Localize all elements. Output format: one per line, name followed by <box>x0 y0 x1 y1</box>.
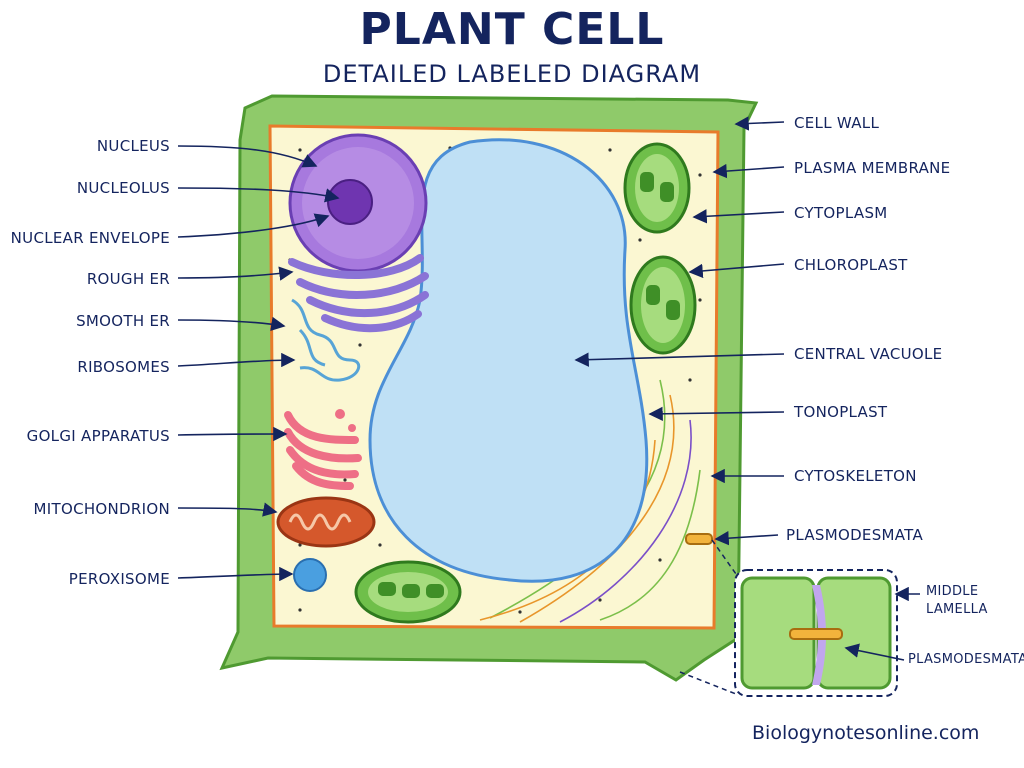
label-rough-er: ROUGH ER <box>86 270 170 288</box>
peroxisome <box>293 558 327 592</box>
label-ribosomes: RIBOSOMES <box>77 358 170 376</box>
chloroplast-middle <box>629 255 697 355</box>
plasmodesma-marker <box>685 533 713 545</box>
page-title: PLANT CELL <box>359 4 665 55</box>
chloroplast-bottom <box>354 560 462 624</box>
label-middle-lamella-line1: MIDDLE <box>926 584 979 599</box>
page-subtitle: DETAILED LABELED DIAGRAM <box>322 60 702 88</box>
rough-er <box>288 254 429 333</box>
leader-lines-left <box>177 145 340 582</box>
label-nucleolus: NUCLEOLUS <box>76 179 170 197</box>
label-plasmodesmata: PLASMODESMATA <box>786 526 924 544</box>
smooth-er <box>291 298 361 382</box>
label-middle-lamella-line2: LAMELLA <box>926 602 988 617</box>
label-nuclear-envelope: NUCLEAR ENVELOPE <box>10 229 170 247</box>
nucleus <box>288 133 428 273</box>
mitochondrion <box>276 496 376 548</box>
label-cytoskeleton: CYTOSKELETON <box>794 467 917 485</box>
label-nucleus: NUCLEUS <box>96 137 170 155</box>
label-smooth-er: SMOOTH ER <box>76 312 170 330</box>
label-mitochondrion: MITOCHONDRION <box>33 500 170 518</box>
cytoplasm-granules <box>288 140 702 614</box>
label-central-vacuole: CENTRAL VACUOLE <box>794 345 943 363</box>
chloroplast-top <box>623 142 691 234</box>
leader-lines-right <box>574 116 920 661</box>
label-chloroplast: CHLOROPLAST <box>794 256 908 274</box>
plasmodesmata-inset <box>679 539 898 697</box>
label-cell-wall: CELL WALL <box>794 114 880 132</box>
label-golgi-apparatus: GOLGI APPARATUS <box>26 427 170 445</box>
label-plasma-membrane: PLASMA MEMBRANE <box>794 159 951 177</box>
golgi-apparatus <box>284 411 362 490</box>
label-inset-plasmodesmata: PLASMODESMATA <box>908 652 1024 667</box>
label-peroxisome: PEROXISOME <box>68 570 170 588</box>
credit-text: Biologynotesonline.com <box>752 722 980 744</box>
label-cytoplasm: CYTOPLASM <box>794 204 888 222</box>
label-tonoplast: TONOPLAST <box>794 403 888 421</box>
